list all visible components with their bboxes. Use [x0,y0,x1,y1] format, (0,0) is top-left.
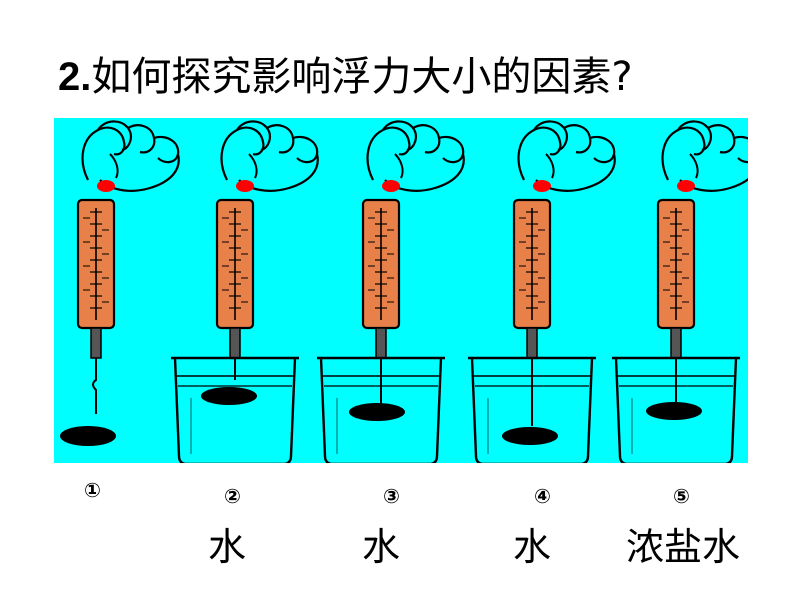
weight-object-icon [201,387,257,405]
liquid-label-5: 浓盐水 [626,525,741,569]
liquid-label-3: 水 [362,525,401,569]
liquid-label-4: 水 [513,525,552,569]
experiment-3 [315,120,465,463]
experiment-4 [466,120,616,463]
weight-object-icon [60,426,116,446]
weight-object-icon [646,402,702,420]
experiment-1 [60,120,180,446]
experiment-label-4: ④ [534,484,551,508]
weight-object-icon [349,403,405,421]
experiment-label-5: ⑤ [673,484,690,508]
experiment-label-1: ① [84,478,101,502]
weight-object-icon [502,427,558,445]
experiment-illustration [54,118,748,463]
experiment-5 [610,120,748,463]
title-text: 如何探究影响浮力大小的因素? [91,54,633,100]
title-number: 2. [58,55,92,99]
experiment-2 [169,120,319,463]
experiment-label-2: ② [224,484,241,508]
liquid-label-2: 水 [208,525,247,569]
page-title: 2.如何探究影响浮力大小的因素? [58,44,633,102]
experiment-label-3: ③ [383,484,400,508]
